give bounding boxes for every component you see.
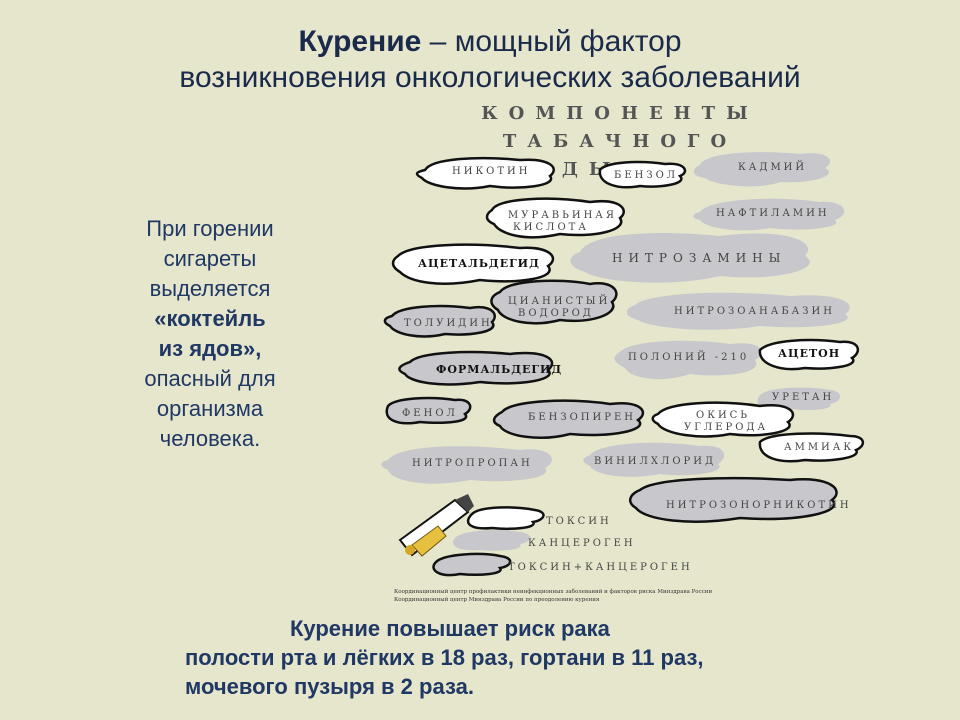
label-cianistiy: ЦИАНИСТЫЙ [508, 296, 611, 307]
cigarette-icon [398, 494, 474, 557]
label-okis: ОКИСЬ [696, 410, 751, 421]
diagram-title-line1: КОМПОНЕНТЫ [481, 103, 759, 124]
title-rest: – мощный фактор [421, 25, 682, 58]
cloud-acetaldegid [391, 243, 555, 285]
title-bold-word: Курение [298, 25, 422, 58]
bottom-line-1: Курение повышает риск рака [290, 616, 610, 641]
cloud-cianistiy [490, 279, 618, 325]
cloud-formaldegid [398, 350, 554, 386]
cloud-benzopiren [492, 399, 645, 439]
bottom-line-3: мочевого пузыря в 2 раза. [185, 674, 474, 699]
cloud-legend-both [432, 552, 512, 577]
cloud-poloniy [614, 340, 762, 380]
cloud-kadmiy [693, 152, 831, 187]
left-line-4: «коктейль [154, 306, 266, 331]
label-ammiak: АММИАК [784, 442, 855, 453]
title-line2: возникновения онкологических заболеваний [179, 61, 801, 94]
cloud-nitrozaminy [570, 233, 810, 283]
left-description: При горении сигареты выделяется «коктейл… [110, 214, 310, 454]
label-naftilamin: НАФТИЛАМИН [716, 208, 830, 219]
label-nitropropan: НИТРОПРОПАН [412, 458, 533, 469]
left-line-2: сигареты [163, 246, 257, 271]
left-line-1: При горении [146, 216, 274, 241]
cloud-legend-toxin [466, 506, 545, 530]
label-aceton: АЦЕТОН [778, 347, 841, 360]
label-vinilhlorid: ВИНИЛХЛОРИД [594, 456, 717, 467]
legend-carcinogen-label: КАНЦЕРОГЕН [528, 538, 636, 549]
legend-both-label: ТОКСИН+КАНЦЕРОГЕН [508, 562, 693, 573]
slide-title: Курение – мощный фактор возникновения он… [130, 24, 850, 96]
label-muravyinaya: МУРАВЬИНАЯ [508, 210, 617, 221]
cloud-nitrozonornikotin [628, 476, 838, 523]
label-vodorod: ВОДОРОД [518, 308, 594, 319]
legend-toxin-label: ТОКСИН [546, 516, 612, 527]
bottom-conclusion: Курение повышает риск рака полости рта и… [150, 614, 830, 701]
cloud-nitrozoanabazin [626, 292, 850, 330]
cloud-okis [651, 401, 795, 438]
credit-line-1: Координационный центр профилактики неинф… [394, 589, 713, 595]
label-kislota: КИСЛОТА [513, 222, 589, 233]
left-line-3: выделяется [149, 276, 271, 301]
label-nitrozaminy: НИТРОЗАМИНЫ [612, 251, 787, 265]
label-nitrozonornikotin: НИТРОЗОНОРНИКОТИН [666, 500, 852, 511]
label-ugleroda: УГЛЕРОДА [684, 422, 769, 433]
left-line-7: организма [156, 396, 264, 421]
label-poloniy: ПОЛОНИЙ -210 [628, 352, 750, 363]
label-nikotin: НИКОТИН [452, 166, 531, 177]
cloud-fenol [385, 396, 472, 425]
label-nitrozoanabazin: НИТРОЗОАНАБАЗИН [674, 306, 835, 317]
label-benzopiren: БЕНЗОПИРЕН [528, 412, 636, 423]
cloud-ammiak [758, 432, 864, 463]
label-formaldegid: ФОРМАЛЬДЕГИД [436, 363, 563, 376]
left-line-6: опасный для [144, 366, 276, 391]
cloud-benzol [598, 160, 687, 189]
cloud-muravyinaya [485, 197, 625, 239]
cloud-nitropropan [381, 446, 552, 484]
credit-line-2: Координационный центр Минздрава России п… [394, 597, 600, 603]
label-uretan: УРЕТАН [772, 392, 835, 403]
cloud-nikotin [415, 156, 555, 190]
label-toluidin: ТОЛУИДИН [404, 318, 493, 329]
cloud-vinilhlorid [583, 442, 725, 477]
cloud-toluidin [383, 304, 496, 338]
label-benzol: БЕНЗОЛ [614, 170, 679, 181]
label-kadmiy: КАДМИЙ [738, 162, 808, 173]
bottom-line-2: полости рта и лёгких в 18 раз, гортани в… [185, 645, 704, 670]
cloud-naftilamin [693, 198, 845, 231]
left-line-8: человека. [159, 426, 261, 451]
diagram-credit: Координационный центр профилактики неинф… [394, 588, 774, 604]
label-acetaldegid: АЦЕТАЛЬДЕГИД [418, 257, 540, 270]
cloud-aceton [758, 338, 860, 371]
cloud-legend-carcinogen [452, 530, 531, 551]
left-line-5: из ядов», [158, 336, 262, 361]
label-fenol: ФЕНОЛ [402, 408, 458, 419]
